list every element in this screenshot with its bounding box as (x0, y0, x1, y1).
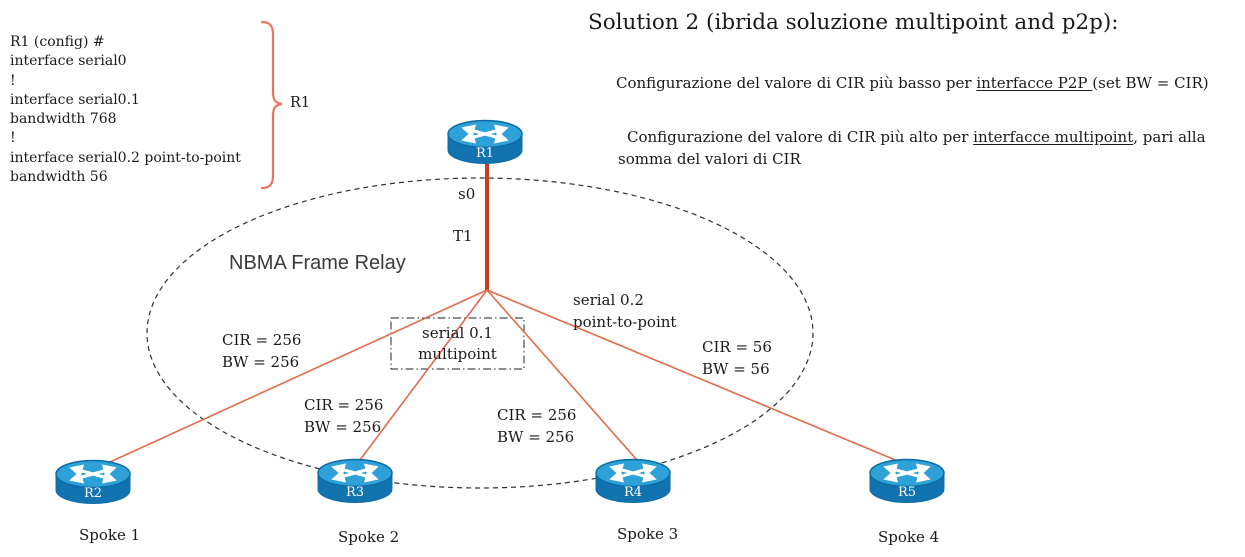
config-line: bandwidth 56 (10, 169, 108, 186)
spoke-caption-1: Spoke 1 (79, 526, 141, 544)
link-line-r3 (359, 289, 488, 461)
multipoint-subif-line2: multipoint (418, 344, 497, 363)
multipoint-subif-label: serial 0.1 multipoint (391, 318, 524, 369)
p2p-subif-label: serial 0.2 point-to-point (573, 290, 676, 333)
trunk-speed-label: T1 (453, 227, 473, 245)
link-cir-bw-label-2: CIR = 256 BW = 256 (304, 394, 383, 438)
config-line: interface serial0.1 (10, 91, 140, 108)
p2p-subif-line1: serial 0.2 (573, 291, 644, 309)
router-config-block: R1 (config) # interface serial0 ! interf… (10, 33, 241, 187)
note-multipoint: Configurazione del valore di CIR più alt… (618, 127, 1206, 170)
config-brace-label: R1 (290, 95, 311, 111)
bw-value: BW = 256 (304, 418, 382, 436)
router-name-label: R2 (83, 486, 103, 501)
note-multipoint-pre: Configurazione del valore di CIR più alt… (627, 128, 974, 146)
multipoint-subif-line1: serial 0.1 (422, 324, 493, 342)
config-line: interface serial0 (10, 53, 127, 70)
router-name-label: R1 (475, 146, 495, 161)
multipoint-subif-box (390, 317, 525, 370)
cir-value: CIR = 256 (222, 331, 302, 349)
slide-title: Solution 2 (ibrida soluzione multipoint … (588, 10, 1119, 35)
config-line: interface serial0.2 point-to-point (10, 149, 241, 166)
cir-value: CIR = 56 (702, 338, 772, 356)
nbma-cloud-outline (146, 177, 814, 489)
router-name-label: R5 (897, 485, 917, 500)
bw-value: BW = 256 (497, 428, 575, 446)
note-p2p: Configurazione del valore di CIR più bas… (616, 74, 1209, 92)
config-line: bandwidth 768 (10, 111, 117, 128)
p2p-subif-line2: point-to-point (573, 312, 677, 331)
link-line-r5 (486, 289, 906, 465)
hub-port-label: s0 (458, 185, 476, 203)
note-p2p-underlined: interfacce P2P (976, 74, 1093, 92)
note-multipoint-underlined: interfacce multipoint (973, 128, 1134, 146)
config-line: ! (10, 72, 16, 89)
note-multipoint-line1: Configurazione del valore di CIR più alt… (618, 127, 1206, 149)
router-r2: R2 (53, 459, 133, 507)
router-name-label: R3 (345, 485, 365, 500)
link-cir-bw-label-1: CIR = 256 BW = 256 (222, 329, 301, 373)
router-r3: R3 (315, 458, 395, 506)
spoke-caption-4: Spoke 4 (878, 528, 940, 546)
bw-value: BW = 56 (702, 360, 770, 378)
config-line: R1 (config) # (10, 34, 105, 50)
spoke-caption-2: Spoke 2 (338, 528, 400, 546)
link-line-r4 (486, 289, 638, 461)
router-name-label: R4 (623, 485, 643, 500)
config-line: ! (10, 130, 16, 147)
link-line-r2 (109, 289, 488, 463)
link-cir-bw-label-3: CIR = 256 BW = 256 (497, 404, 576, 448)
note-p2p-post: (set BW = CIR) (1092, 74, 1209, 92)
cir-value: CIR = 256 (497, 406, 577, 424)
router-r4: R4 (593, 458, 673, 506)
cir-value: CIR = 256 (304, 396, 384, 414)
nbma-cloud-label: NBMA Frame Relay (229, 252, 406, 274)
note-p2p-pre: Configurazione del valore di CIR più bas… (616, 74, 977, 92)
bw-value: BW = 256 (222, 353, 300, 371)
config-brace (260, 20, 283, 190)
note-multipoint-post: , pari alla (1133, 128, 1206, 146)
note-multipoint-line2: somma del valori di CIR (618, 149, 801, 168)
link-cir-bw-label-4: CIR = 56 BW = 56 (702, 336, 772, 380)
spoke-caption-3: Spoke 3 (617, 525, 679, 543)
router-r5: R5 (867, 458, 947, 506)
router-r1: R1 (445, 119, 525, 167)
